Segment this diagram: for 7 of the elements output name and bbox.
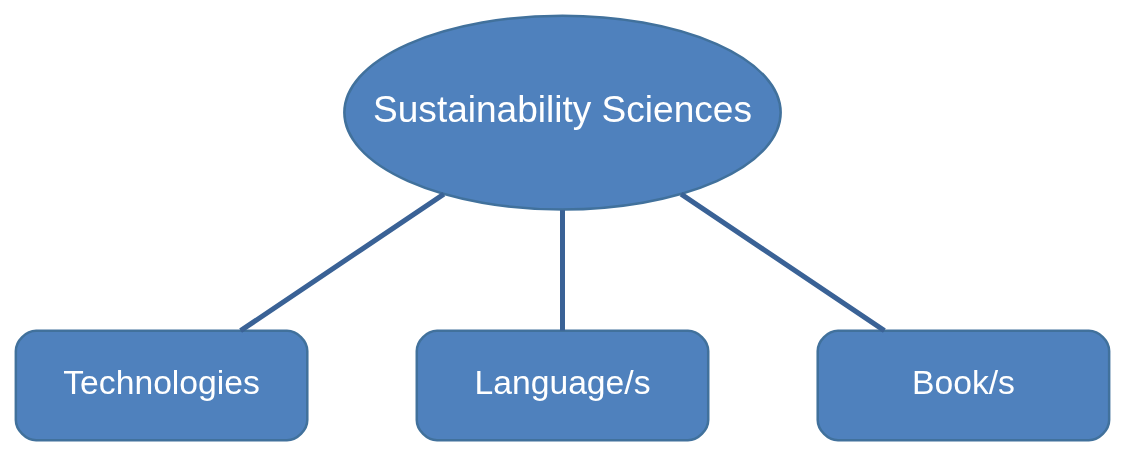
node-box: Technologies [14, 329, 309, 442]
node-box: Book/s [816, 329, 1111, 442]
connector [679, 191, 886, 333]
connector [559, 210, 566, 331]
node-ellipse: Sustainability Sciences [343, 14, 782, 211]
node-box: Language/s [415, 329, 710, 442]
connector [239, 191, 446, 333]
